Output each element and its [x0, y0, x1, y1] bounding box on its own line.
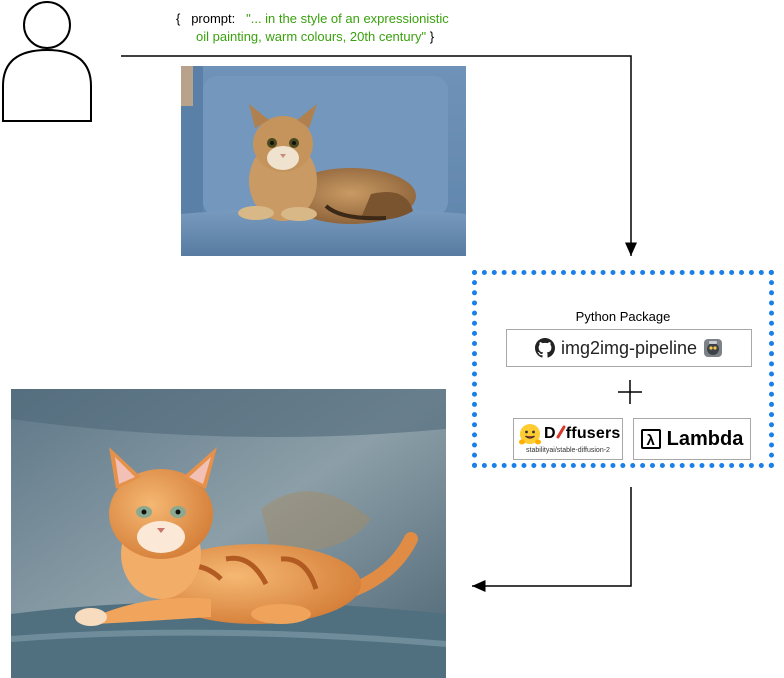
prompt-text: { prompt: "... in the style of an expres…: [176, 10, 506, 46]
github-icon: [534, 338, 555, 358]
repo-card: img2img-pipeline: [506, 329, 752, 367]
output-painted-cat-image: [11, 389, 446, 678]
user-icon: [2, 1, 92, 122]
paint-brush-icon: [556, 425, 566, 439]
prompt-key: prompt:: [191, 11, 236, 26]
prompt-value-line2: oil painting, warm colours, 20th century…: [196, 29, 427, 44]
package-title: Python Package: [575, 309, 671, 324]
diffusers-prefix: D: [544, 425, 556, 442]
aws-lambda-icon: λ: [640, 429, 661, 449]
prompt-value-line1: "... in the style of an expressionistic: [246, 11, 449, 26]
package-to-output-arrow: [472, 487, 632, 592]
repo-name: img2img-pipeline: [560, 337, 698, 358]
diffusers-name: ffusers: [565, 425, 621, 442]
hugging-face-icon: [519, 424, 541, 445]
robot-avatar-icon: [704, 339, 723, 357]
plus-icon: [618, 380, 642, 404]
prompt-open-brace: {: [176, 11, 181, 26]
diffusers-model: stabilityai/stable-diffusion-2: [526, 447, 610, 454]
input-cat-photo: [181, 66, 466, 256]
lambda-card: λ Lambda: [633, 418, 751, 460]
prompt-close-brace: }: [429, 29, 435, 44]
lambda-name: Lambda: [666, 427, 744, 450]
